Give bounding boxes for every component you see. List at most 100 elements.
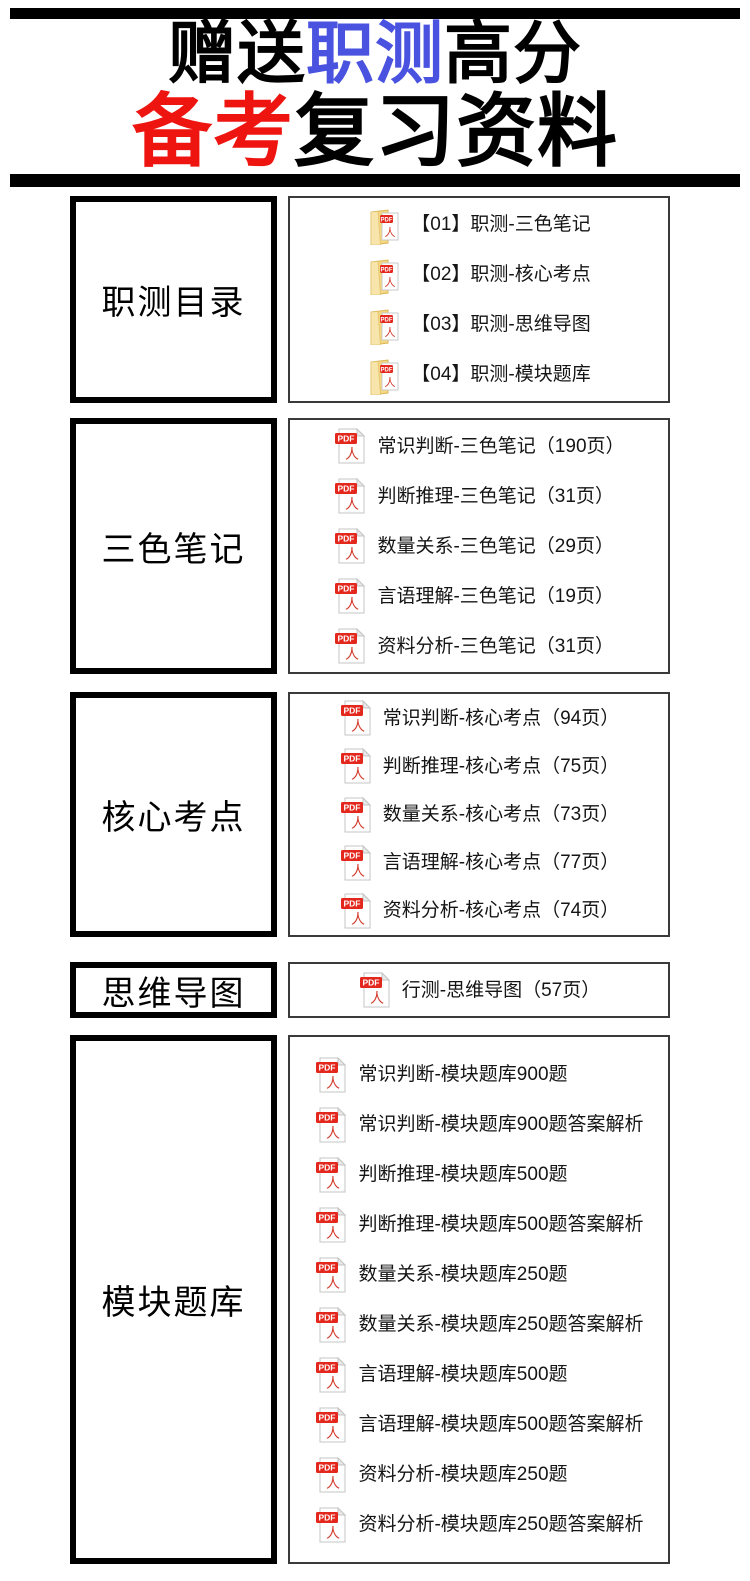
pdf-file-icon: PDF 人: [314, 1205, 348, 1245]
file-row[interactable]: PDF 人 PDF 人 【02】职测-核心考点: [367, 250, 591, 300]
file-list: PDF 人 PDF 人 常识判断-三色笔记（190页） PDF 人: [333, 420, 625, 672]
svg-text:PDF: PDF: [343, 802, 360, 812]
file-row[interactable]: PDF 人 PDF 人 资料分析-模块题库250题: [314, 1450, 568, 1500]
pdf-file-icon: PDF 人: [314, 1105, 348, 1145]
section-label: 三色笔记: [101, 531, 246, 569]
file-row[interactable]: PDF 人 PDF 人 常识判断-模块题库900题: [314, 1050, 568, 1100]
file-row[interactable]: PDF 人 PDF 人 判断推理-三色笔记（31页）: [333, 471, 614, 521]
svg-text:PDF: PDF: [319, 1362, 336, 1372]
file-row[interactable]: PDF 人 PDF 人 判断推理-模块题库500题: [314, 1150, 568, 1200]
section-label: 思维导图: [101, 975, 246, 1013]
svg-text:人: 人: [385, 276, 396, 289]
file-row[interactable]: PDF 人 PDF 人 数量关系-模块题库250题: [314, 1250, 568, 1300]
file-name: 资料分析-核心考点（74页）: [382, 900, 620, 922]
file-row[interactable]: PDF 人 PDF 人 资料分析-模块题库250题答案解析: [314, 1500, 644, 1550]
title-segment-highlight-blue: 职测: [305, 16, 444, 92]
section-label: 职测目录: [101, 285, 246, 322]
file-row[interactable]: PDF 人 PDF 人 常识判断-模块题库900题答案解析: [314, 1100, 644, 1150]
file-name: 言语理解-模块题库500题答案解析: [358, 1414, 644, 1435]
svg-text:PDF: PDF: [381, 367, 393, 373]
file-row[interactable]: PDF 人 PDF 人 言语理解-模块题库500题: [314, 1350, 568, 1400]
section-label-box: 职测目录: [70, 196, 277, 403]
svg-text:人: 人: [326, 1275, 340, 1291]
file-row[interactable]: PDF 人 PDF 人 数量关系-核心考点（73页）: [339, 790, 619, 838]
svg-text:PDF: PDF: [319, 1512, 336, 1522]
file-row[interactable]: PDF 人 PDF 人 言语理解-三色笔记（19页）: [333, 571, 614, 621]
section-1: 职测目录 PDF 人 PDF 人 【01】职测-三色笔记: [0, 196, 750, 403]
svg-text:PDF: PDF: [319, 1262, 336, 1272]
pdf-file-icon: PDF 人: [314, 1405, 348, 1445]
file-name: 数量关系-模块题库250题答案解析: [358, 1314, 644, 1335]
section-label: 核心考点: [101, 800, 246, 837]
file-name: 【01】职测-三色笔记: [411, 214, 591, 235]
svg-text:人: 人: [326, 1525, 340, 1541]
file-name: 【03】职测-思维导图: [411, 314, 591, 335]
svg-text:PDF: PDF: [319, 1112, 336, 1122]
file-list-box: PDF 人 PDF 人 行测-思维导图（57页）: [288, 962, 670, 1018]
pdf-file-icon: PDF 人: [339, 891, 373, 931]
pdf-folder-icon: PDF 人: [367, 305, 401, 345]
section-label-box: 核心考点: [70, 692, 277, 937]
file-row[interactable]: PDF 人 PDF 人 言语理解-模块题库500题答案解析: [314, 1400, 644, 1450]
file-name: 数量关系-模块题库250题: [358, 1264, 568, 1285]
pdf-folder-icon: PDF 人: [367, 255, 401, 295]
file-row[interactable]: PDF 人 PDF 人 常识判断-三色笔记（190页）: [333, 421, 625, 471]
file-row[interactable]: PDF 人 PDF 人 资料分析-核心考点（74页）: [339, 887, 619, 935]
pdf-file-icon: PDF 人: [333, 426, 367, 466]
top-divider-bar: [10, 8, 740, 19]
svg-text:PDF: PDF: [362, 978, 379, 988]
file-row[interactable]: PDF 人 PDF 人 数量关系-模块题库250题答案解析: [314, 1300, 644, 1350]
page-title-line2: 备考复习资料: [0, 92, 750, 172]
file-row[interactable]: PDF 人 PDF 人 资料分析-三色笔记（31页）: [333, 621, 614, 671]
svg-text:PDF: PDF: [338, 434, 355, 444]
file-name: 资料分析-模块题库250题: [358, 1464, 568, 1485]
pdf-file-icon: PDF 人: [314, 1355, 348, 1395]
pdf-file-icon: PDF 人: [314, 1505, 348, 1545]
section-4: 思维导图 PDF 人 PDF 人 行测-思维导图（57页）: [0, 962, 750, 1018]
page-title-line1: 赠送职测高分: [0, 20, 750, 88]
svg-text:人: 人: [370, 990, 384, 1006]
file-row[interactable]: PDF 人 PDF 人 数量关系-三色笔记（29页）: [333, 521, 614, 571]
file-name: 常识判断-核心考点（94页）: [382, 707, 620, 729]
svg-text:PDF: PDF: [338, 534, 355, 544]
svg-text:人: 人: [345, 496, 359, 512]
svg-text:人: 人: [326, 1425, 340, 1441]
svg-text:人: 人: [351, 911, 365, 927]
file-name: 常识判断-模块题库900题: [358, 1064, 568, 1085]
svg-text:PDF: PDF: [319, 1062, 336, 1072]
file-row[interactable]: PDF 人 PDF 人 言语理解-核心考点（77页）: [339, 839, 619, 887]
svg-text:PDF: PDF: [343, 754, 360, 764]
svg-text:PDF: PDF: [343, 850, 360, 860]
svg-text:PDF: PDF: [338, 584, 355, 594]
file-row[interactable]: PDF 人 PDF 人 【01】职测-三色笔记: [367, 200, 591, 250]
pdf-file-icon: PDF 人: [339, 698, 373, 738]
section-label: 模块题库: [101, 1285, 246, 1322]
section-3: 核心考点 PDF 人 PDF 人 常识判断-核心考点（94页）: [0, 692, 750, 937]
file-list: PDF 人 PDF 人 常识判断-核心考点（94页） PDF 人: [339, 694, 619, 935]
svg-text:人: 人: [345, 446, 359, 462]
pdf-file-icon: PDF 人: [314, 1255, 348, 1295]
svg-text:人: 人: [326, 1075, 340, 1091]
pdf-file-icon: PDF 人: [314, 1305, 348, 1345]
file-row[interactable]: PDF 人 PDF 人 常识判断-核心考点（94页）: [339, 694, 619, 742]
pdf-file-icon: PDF 人: [314, 1455, 348, 1495]
file-name: 言语理解-模块题库500题: [358, 1364, 568, 1385]
file-name: 判断推理-模块题库500题: [358, 1164, 568, 1185]
svg-text:PDF: PDF: [343, 706, 360, 716]
svg-text:人: 人: [351, 815, 365, 831]
svg-text:人: 人: [326, 1225, 340, 1241]
svg-text:人: 人: [326, 1325, 340, 1341]
pdf-file-icon: PDF 人: [339, 746, 373, 786]
file-name: 判断推理-三色笔记（31页）: [377, 485, 614, 507]
file-row[interactable]: PDF 人 PDF 人 【03】职测-思维导图: [367, 300, 591, 350]
file-list-box: PDF 人 PDF 人 常识判断-三色笔记（190页） PDF 人: [288, 418, 670, 674]
file-row[interactable]: PDF 人 PDF 人 行测-思维导图（57页）: [358, 965, 600, 1015]
svg-text:人: 人: [326, 1375, 340, 1391]
file-row[interactable]: PDF 人 PDF 人 判断推理-核心考点（75页）: [339, 742, 619, 790]
svg-text:PDF: PDF: [381, 267, 393, 273]
svg-text:人: 人: [385, 226, 396, 239]
svg-text:人: 人: [326, 1125, 340, 1141]
file-row[interactable]: PDF 人 PDF 人 【04】职测-模块题库: [367, 350, 591, 400]
file-row[interactable]: PDF 人 PDF 人 判断推理-模块题库500题答案解析: [314, 1200, 644, 1250]
